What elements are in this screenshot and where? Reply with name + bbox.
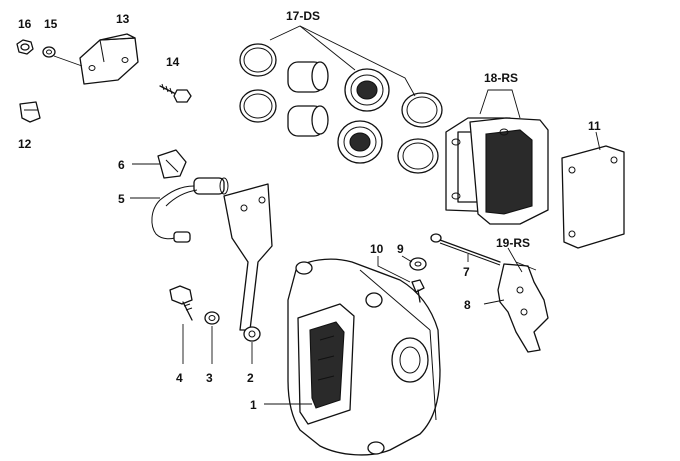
callout-13: 13	[116, 12, 130, 26]
part-7-retaining-pin	[430, 233, 501, 266]
part-1-caliper-housing	[287, 258, 441, 456]
callout-2: 2	[247, 371, 254, 385]
callout-14: 14	[166, 55, 180, 69]
part-17-piston-seal-kit	[239, 43, 443, 174]
callout-15: 15	[44, 17, 58, 31]
part-10-bleeder-screw	[411, 279, 425, 303]
callout-11: 11	[588, 119, 601, 133]
part-13-bracket	[79, 33, 139, 85]
part-15-washer	[42, 46, 56, 58]
part-14-bolt	[159, 83, 192, 103]
part-11-shim-plate	[561, 145, 625, 249]
callout-7: 7	[463, 265, 470, 279]
callout-6: 6	[118, 158, 125, 172]
callout-5: 5	[118, 192, 125, 206]
callout-16: 16	[18, 17, 32, 31]
callout-3: 3	[206, 371, 213, 385]
callout-12: 12	[18, 137, 32, 151]
callout-8: 8	[464, 298, 471, 312]
callout-18: 18-RS	[484, 71, 518, 85]
part-5-wear-sensor	[151, 177, 229, 243]
part-9-dust-cap	[409, 257, 427, 271]
part-18-brake-pads	[445, 117, 549, 225]
part-2-bracket-plate	[223, 183, 273, 342]
part-6-clip	[157, 149, 187, 179]
part-8-spreader-spring	[497, 263, 549, 353]
part-3-washer	[204, 311, 220, 325]
callout-1: 1	[250, 398, 257, 412]
callout-10: 10	[370, 242, 384, 256]
callout-9: 9	[397, 242, 404, 256]
part-12-clip	[19, 101, 41, 123]
part-16-nut	[16, 39, 34, 55]
callout-19: 19-RS	[496, 236, 530, 250]
callout-17: 17-DS	[286, 9, 320, 23]
callout-4: 4	[176, 371, 183, 385]
part-4-bolt	[169, 285, 193, 321]
